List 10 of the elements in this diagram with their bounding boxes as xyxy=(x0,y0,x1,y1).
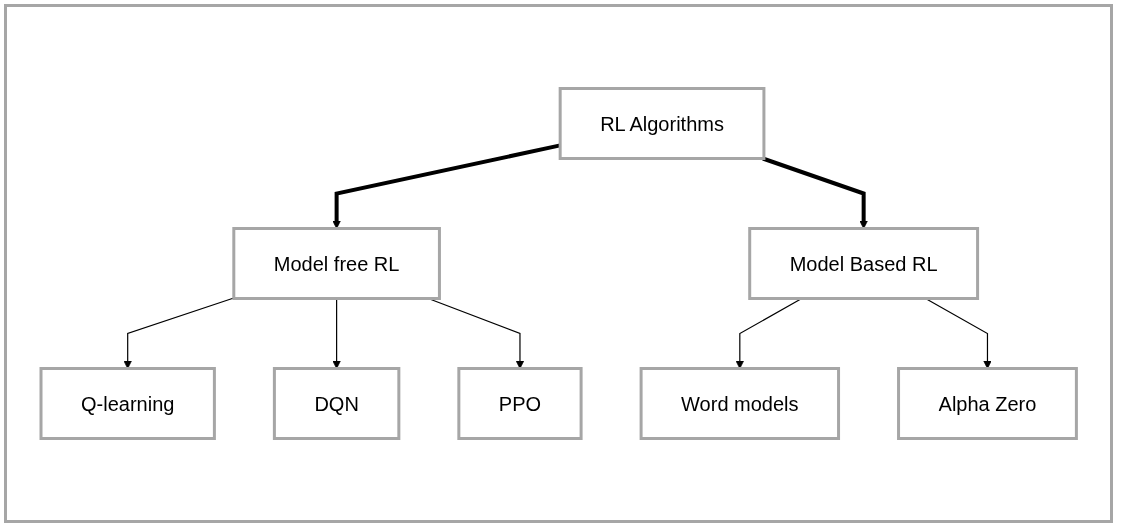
arrow xyxy=(123,297,235,369)
node-box: RL Algorithms xyxy=(558,87,766,160)
node-box: Word models xyxy=(639,367,840,440)
node-box: Model free RL xyxy=(232,227,441,300)
arrow xyxy=(762,156,868,229)
node-box: Q-learning xyxy=(39,367,216,440)
node-box: DQN xyxy=(272,367,401,440)
node-box: PPO xyxy=(457,367,583,440)
node-box: Alpha Zero xyxy=(896,367,1078,440)
node-box: Model Based RL xyxy=(748,227,979,300)
